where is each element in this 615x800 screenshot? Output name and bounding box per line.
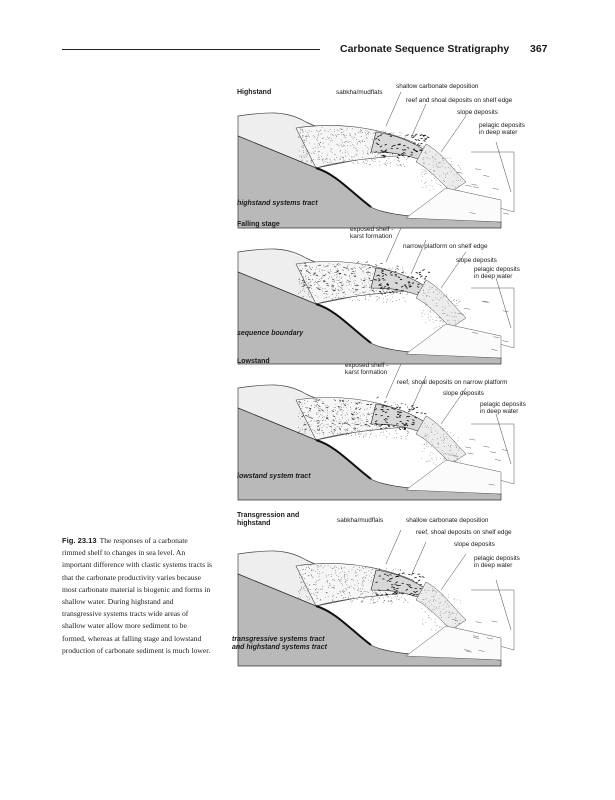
panel-falling-stage: Falling stage exposed shelf - karst form… bbox=[226, 218, 566, 366]
leader-line bbox=[410, 541, 427, 577]
leader-line bbox=[495, 141, 512, 193]
leader-line bbox=[440, 553, 467, 591]
label-pelagic-deposits: pelagic deposits in deep water bbox=[474, 555, 520, 570]
water-lines bbox=[456, 168, 509, 215]
block-diagram-highstand bbox=[237, 91, 515, 229]
substrate-edge bbox=[315, 439, 372, 480]
leader-line bbox=[495, 413, 512, 465]
label-reef-shoal: reef, shoal deposits on shelf edge bbox=[416, 529, 512, 536]
reef-texture bbox=[374, 572, 430, 597]
leader-line bbox=[410, 375, 427, 411]
water-lines bbox=[457, 300, 509, 351]
slope-apron bbox=[415, 581, 467, 631]
leader-line bbox=[440, 251, 467, 289]
basin-floor bbox=[405, 187, 502, 223]
leader-line bbox=[440, 387, 467, 425]
panel-stage-title: Lowstand bbox=[237, 358, 270, 365]
label-pelagic-deposits: pelagic deposits in deep water bbox=[474, 266, 520, 281]
running-head: Carbonate Sequence Stratigraphy bbox=[340, 43, 510, 55]
leader-line bbox=[385, 529, 402, 565]
page-number: 367 bbox=[530, 43, 548, 55]
label-exposed-shelf: exposed shelf - karst formation bbox=[350, 226, 394, 241]
leader-line bbox=[410, 239, 427, 275]
panel-tract-label: sequence boundary bbox=[237, 330, 304, 337]
block-diagram-lowstand bbox=[237, 363, 515, 501]
slope-apron bbox=[415, 279, 467, 329]
block-diagram-falling-stage bbox=[237, 227, 515, 365]
slope-apron bbox=[415, 143, 467, 193]
leader-line bbox=[495, 579, 512, 631]
label-sabkha: sabkha/mudflats bbox=[336, 89, 383, 96]
panel-lowstand: Lowstand exposed shelf - karst formation… bbox=[226, 354, 566, 502]
shelf-stipple bbox=[298, 126, 409, 167]
label-reef-shoal: reef, shoal deposits on narrow platform bbox=[397, 379, 508, 386]
leader-line bbox=[410, 103, 427, 139]
panel-tract-label: transgressive systems tract and highstan… bbox=[232, 636, 327, 651]
substrate-edge bbox=[315, 303, 372, 344]
panel-highstand: Highstand sabkha/mudflats shallow carbon… bbox=[226, 82, 566, 230]
basin-floor bbox=[405, 625, 502, 661]
label-pelagic-deposits: pelagic deposits in deep water bbox=[480, 401, 526, 416]
label-slope-deposits: slope deposits bbox=[457, 109, 498, 116]
substrate-edge bbox=[315, 605, 372, 646]
panel-transgression-highstand: Transgression and highstand sabkha/mudfl… bbox=[226, 510, 566, 670]
leader-line bbox=[385, 363, 402, 399]
label-narrow-platform: narrow platform on shelf edge bbox=[403, 243, 488, 250]
label-sabkha: sabkha/mudflais bbox=[337, 517, 384, 524]
label-exposed-shelf: exposed shelf - karst formation bbox=[345, 362, 389, 377]
label-slope-deposits: slope deposits bbox=[443, 390, 484, 397]
basin-floor bbox=[405, 323, 502, 359]
panel-tract-label: highstand systems tract bbox=[237, 200, 318, 207]
leader-line bbox=[385, 227, 402, 263]
substrate-edge bbox=[315, 167, 372, 208]
panel-stage-title: Transgression and highstand bbox=[237, 512, 300, 527]
leader-line bbox=[385, 91, 402, 127]
label-shallow-deposition: shallow carbonate deposition bbox=[396, 83, 479, 90]
label-reef-shoal: reef and shoal deposits on shelf edge bbox=[406, 97, 513, 104]
leader-line bbox=[440, 115, 467, 153]
basin-floor bbox=[405, 459, 502, 495]
label-pelagic-deposits: pelagic deposits in deep water bbox=[479, 122, 525, 137]
panel-tract-label: lowstand system tract bbox=[237, 473, 311, 480]
block-diagram-transgression-highstand bbox=[237, 529, 515, 667]
water-lines bbox=[452, 438, 509, 486]
water-lines bbox=[451, 619, 498, 653]
label-slope-deposits: slope deposits bbox=[456, 257, 497, 264]
panel-stage-title: Highstand bbox=[237, 89, 272, 96]
label-slope-deposits: slope deposits bbox=[454, 541, 495, 548]
panel-stage-title: Falling stage bbox=[237, 221, 280, 228]
figure-label: Fig. 23.13 bbox=[62, 536, 97, 545]
leader-line bbox=[495, 277, 512, 329]
label-shallow-deposition: shallow carbonate deposition bbox=[406, 517, 489, 524]
header-rule bbox=[62, 49, 320, 50]
caption-text: The responses of a carbonate rimmed shel… bbox=[62, 536, 213, 655]
